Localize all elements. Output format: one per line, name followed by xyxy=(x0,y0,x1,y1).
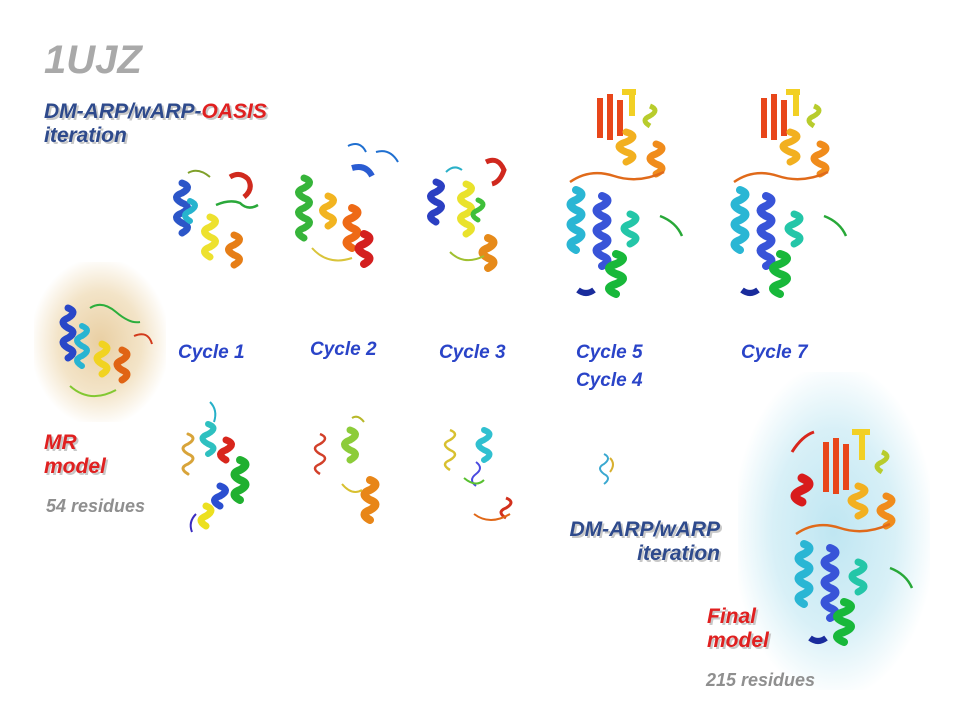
oasis-heading-iteration: iteration xyxy=(44,124,127,147)
final-residues: 215 residues xyxy=(706,670,816,690)
cycle-5-label: Cycle 5 xyxy=(576,342,643,363)
final-model-label: Final model xyxy=(707,605,769,653)
cycle-2-structure xyxy=(295,143,399,268)
arp-cycle-4-structure xyxy=(599,453,614,485)
cycle-3-label: Cycle 3 xyxy=(439,342,506,363)
cycle-1-structure xyxy=(173,169,259,269)
oasis-heading-oasis: OASIS xyxy=(201,100,267,123)
final-model-structure xyxy=(790,429,914,646)
oasis-heading-method: DM-ARP/wARP- xyxy=(44,100,202,123)
arp-heading-line2: iteration xyxy=(637,542,720,565)
arp-iteration-heading: DM-ARP/wARP iteration xyxy=(548,518,721,566)
mr-label-line2: model xyxy=(44,455,106,478)
page-title: 1UJZ xyxy=(44,38,142,82)
arp-cycle-3-structure xyxy=(443,427,513,521)
cycle-3-structure xyxy=(427,157,507,272)
oasis-iteration-heading: DM-ARP/wARP-OASIS iteration xyxy=(44,100,267,148)
arp-cycle-2-structure xyxy=(313,415,380,524)
arp-cycle-1-structure xyxy=(181,401,250,533)
mr-label-line1: MR xyxy=(44,431,77,454)
final-label-line2: model xyxy=(707,629,769,652)
cycle-4-label: Cycle 4 xyxy=(576,370,643,391)
mr-model-structure xyxy=(59,303,153,397)
mr-model-label: MR model xyxy=(44,431,106,479)
cycle-1-label: Cycle 1 xyxy=(178,342,245,363)
final-label-line1: Final xyxy=(707,605,757,628)
mr-residues: 54 residues xyxy=(46,496,146,516)
cycle-7-structure xyxy=(730,89,848,298)
cycle-7-label: Cycle 7 xyxy=(741,342,808,363)
arp-heading-line1: DM-ARP/wARP xyxy=(569,518,721,541)
cycle-2-label: Cycle 2 xyxy=(310,339,377,360)
cycle-5-structure xyxy=(566,89,684,298)
